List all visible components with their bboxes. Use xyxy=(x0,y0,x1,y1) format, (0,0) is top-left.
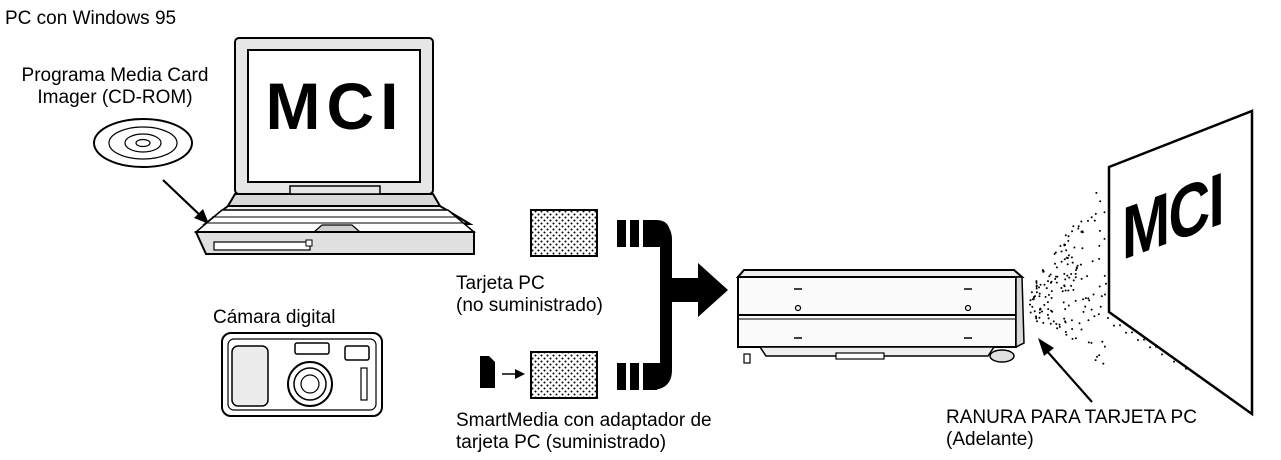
cd-to-laptop-arrow xyxy=(162,179,209,224)
small-right-arrow-icon xyxy=(502,369,525,379)
digital-camera-icon xyxy=(221,332,383,417)
pc-card-adapter-icon xyxy=(530,351,598,399)
pc-os-label: PC con Windows 95 xyxy=(5,8,177,29)
pc-card-label-line2: (no suministrado) xyxy=(456,295,603,316)
smartmedia-label-line2: tarjeta PC (suministrado) xyxy=(456,432,667,453)
software-label-line1: Programa Media Card xyxy=(21,65,209,86)
smartmedia-icon xyxy=(480,356,495,388)
pc-card-icon xyxy=(530,209,598,257)
software-label-line2: Imager (CD-ROM) xyxy=(37,87,193,108)
camera-label: Cámara digital xyxy=(213,307,336,328)
laptop-screen-text: MCI xyxy=(265,69,405,143)
laptop-icon xyxy=(193,37,477,255)
cd-rom-icon xyxy=(93,118,193,168)
card-slot-arrow xyxy=(1038,338,1093,403)
pc-card-label-line1: Tarjeta PC xyxy=(456,273,545,294)
projector-icon xyxy=(735,269,1025,364)
card-slot-label-line1: RANURA PARA TARJETA PC xyxy=(946,407,1197,428)
card-slot-label-line2: (Adelante) xyxy=(946,429,1034,450)
projection-screen-icon xyxy=(1107,109,1254,417)
smartmedia-label-line1: SmartMedia con adaptador de xyxy=(456,410,712,431)
card-merge-arrow xyxy=(617,220,728,390)
